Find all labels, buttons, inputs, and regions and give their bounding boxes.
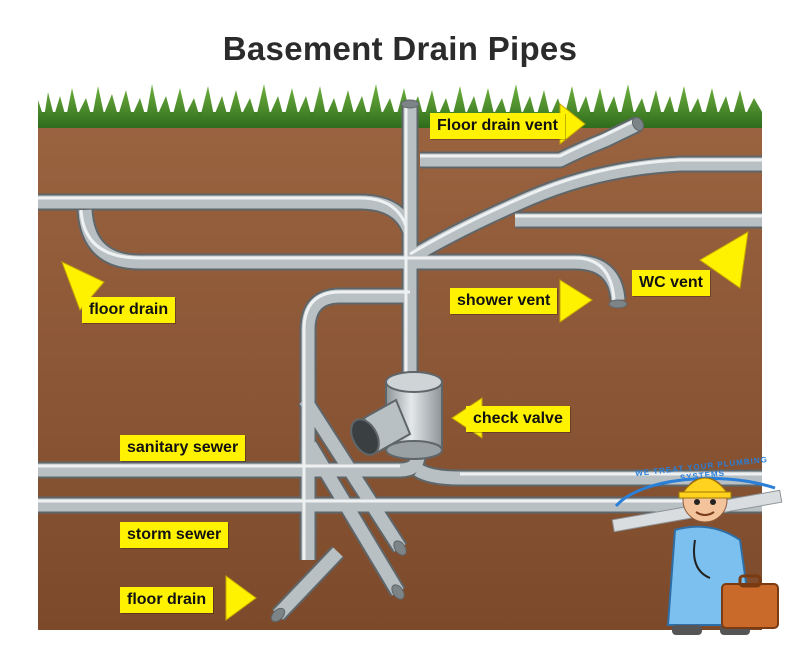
label-shower-vent: shower vent: [450, 288, 558, 314]
label-sanitary-sewer: sanitary sewer: [120, 435, 246, 461]
label-floor-drain-upper: floor drain: [82, 297, 176, 323]
arrow-shower-vent: [559, 279, 593, 323]
check-valve-body: [350, 371, 443, 460]
arrow-floor-drain-lower: [225, 575, 257, 621]
pipe-ends: [270, 99, 645, 623]
pipe-bodies: [38, 104, 762, 620]
label-storm-sewer: storm sewer: [120, 522, 229, 548]
label-floor-drain-vent: Floor drain vent: [430, 113, 565, 139]
grass-strip: [38, 84, 762, 128]
arrow-wc-vent: [699, 231, 749, 289]
label-check-valve: check valve: [466, 406, 570, 432]
label-floor-drain-lower: floor drain: [120, 587, 214, 613]
pipe-highlights: [38, 104, 762, 560]
label-wc-vent: WC vent: [632, 270, 710, 296]
plumber-mascot-illustration: [611, 476, 783, 635]
page-title: Basement Drain Pipes: [222, 30, 578, 67]
arrow-floor-drain-upper: [61, 261, 105, 311]
